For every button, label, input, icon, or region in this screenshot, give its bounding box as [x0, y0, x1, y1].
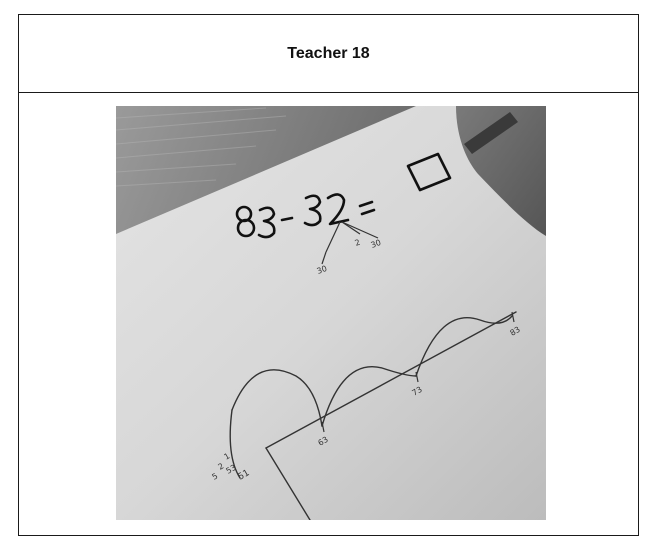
number-line	[229, 311, 517, 520]
number-line-label: 73	[411, 385, 424, 398]
left-mark: 5	[211, 471, 220, 481]
table-header: Teacher 18	[19, 15, 638, 93]
left-mark: 1	[223, 451, 232, 461]
figure-title: Teacher 18	[287, 44, 370, 62]
decomposition-label: 30	[370, 238, 383, 250]
number-line-label: 63	[317, 435, 330, 448]
handwriting	[235, 152, 452, 239]
number-line-label: 51	[237, 468, 252, 482]
pencil	[464, 112, 518, 154]
number-line-label: 53	[225, 463, 238, 476]
paper-sheet	[116, 106, 546, 520]
wood-grain	[116, 107, 287, 187]
number-line-label: 83	[509, 325, 522, 338]
number-line-ticks	[321, 311, 515, 433]
decomposition-label: 30	[316, 264, 329, 276]
figure-table: Teacher 18	[18, 14, 639, 536]
decomposition-label: 2	[354, 238, 362, 248]
left-mark: 2	[217, 461, 226, 471]
decomposition-lines	[321, 221, 379, 265]
